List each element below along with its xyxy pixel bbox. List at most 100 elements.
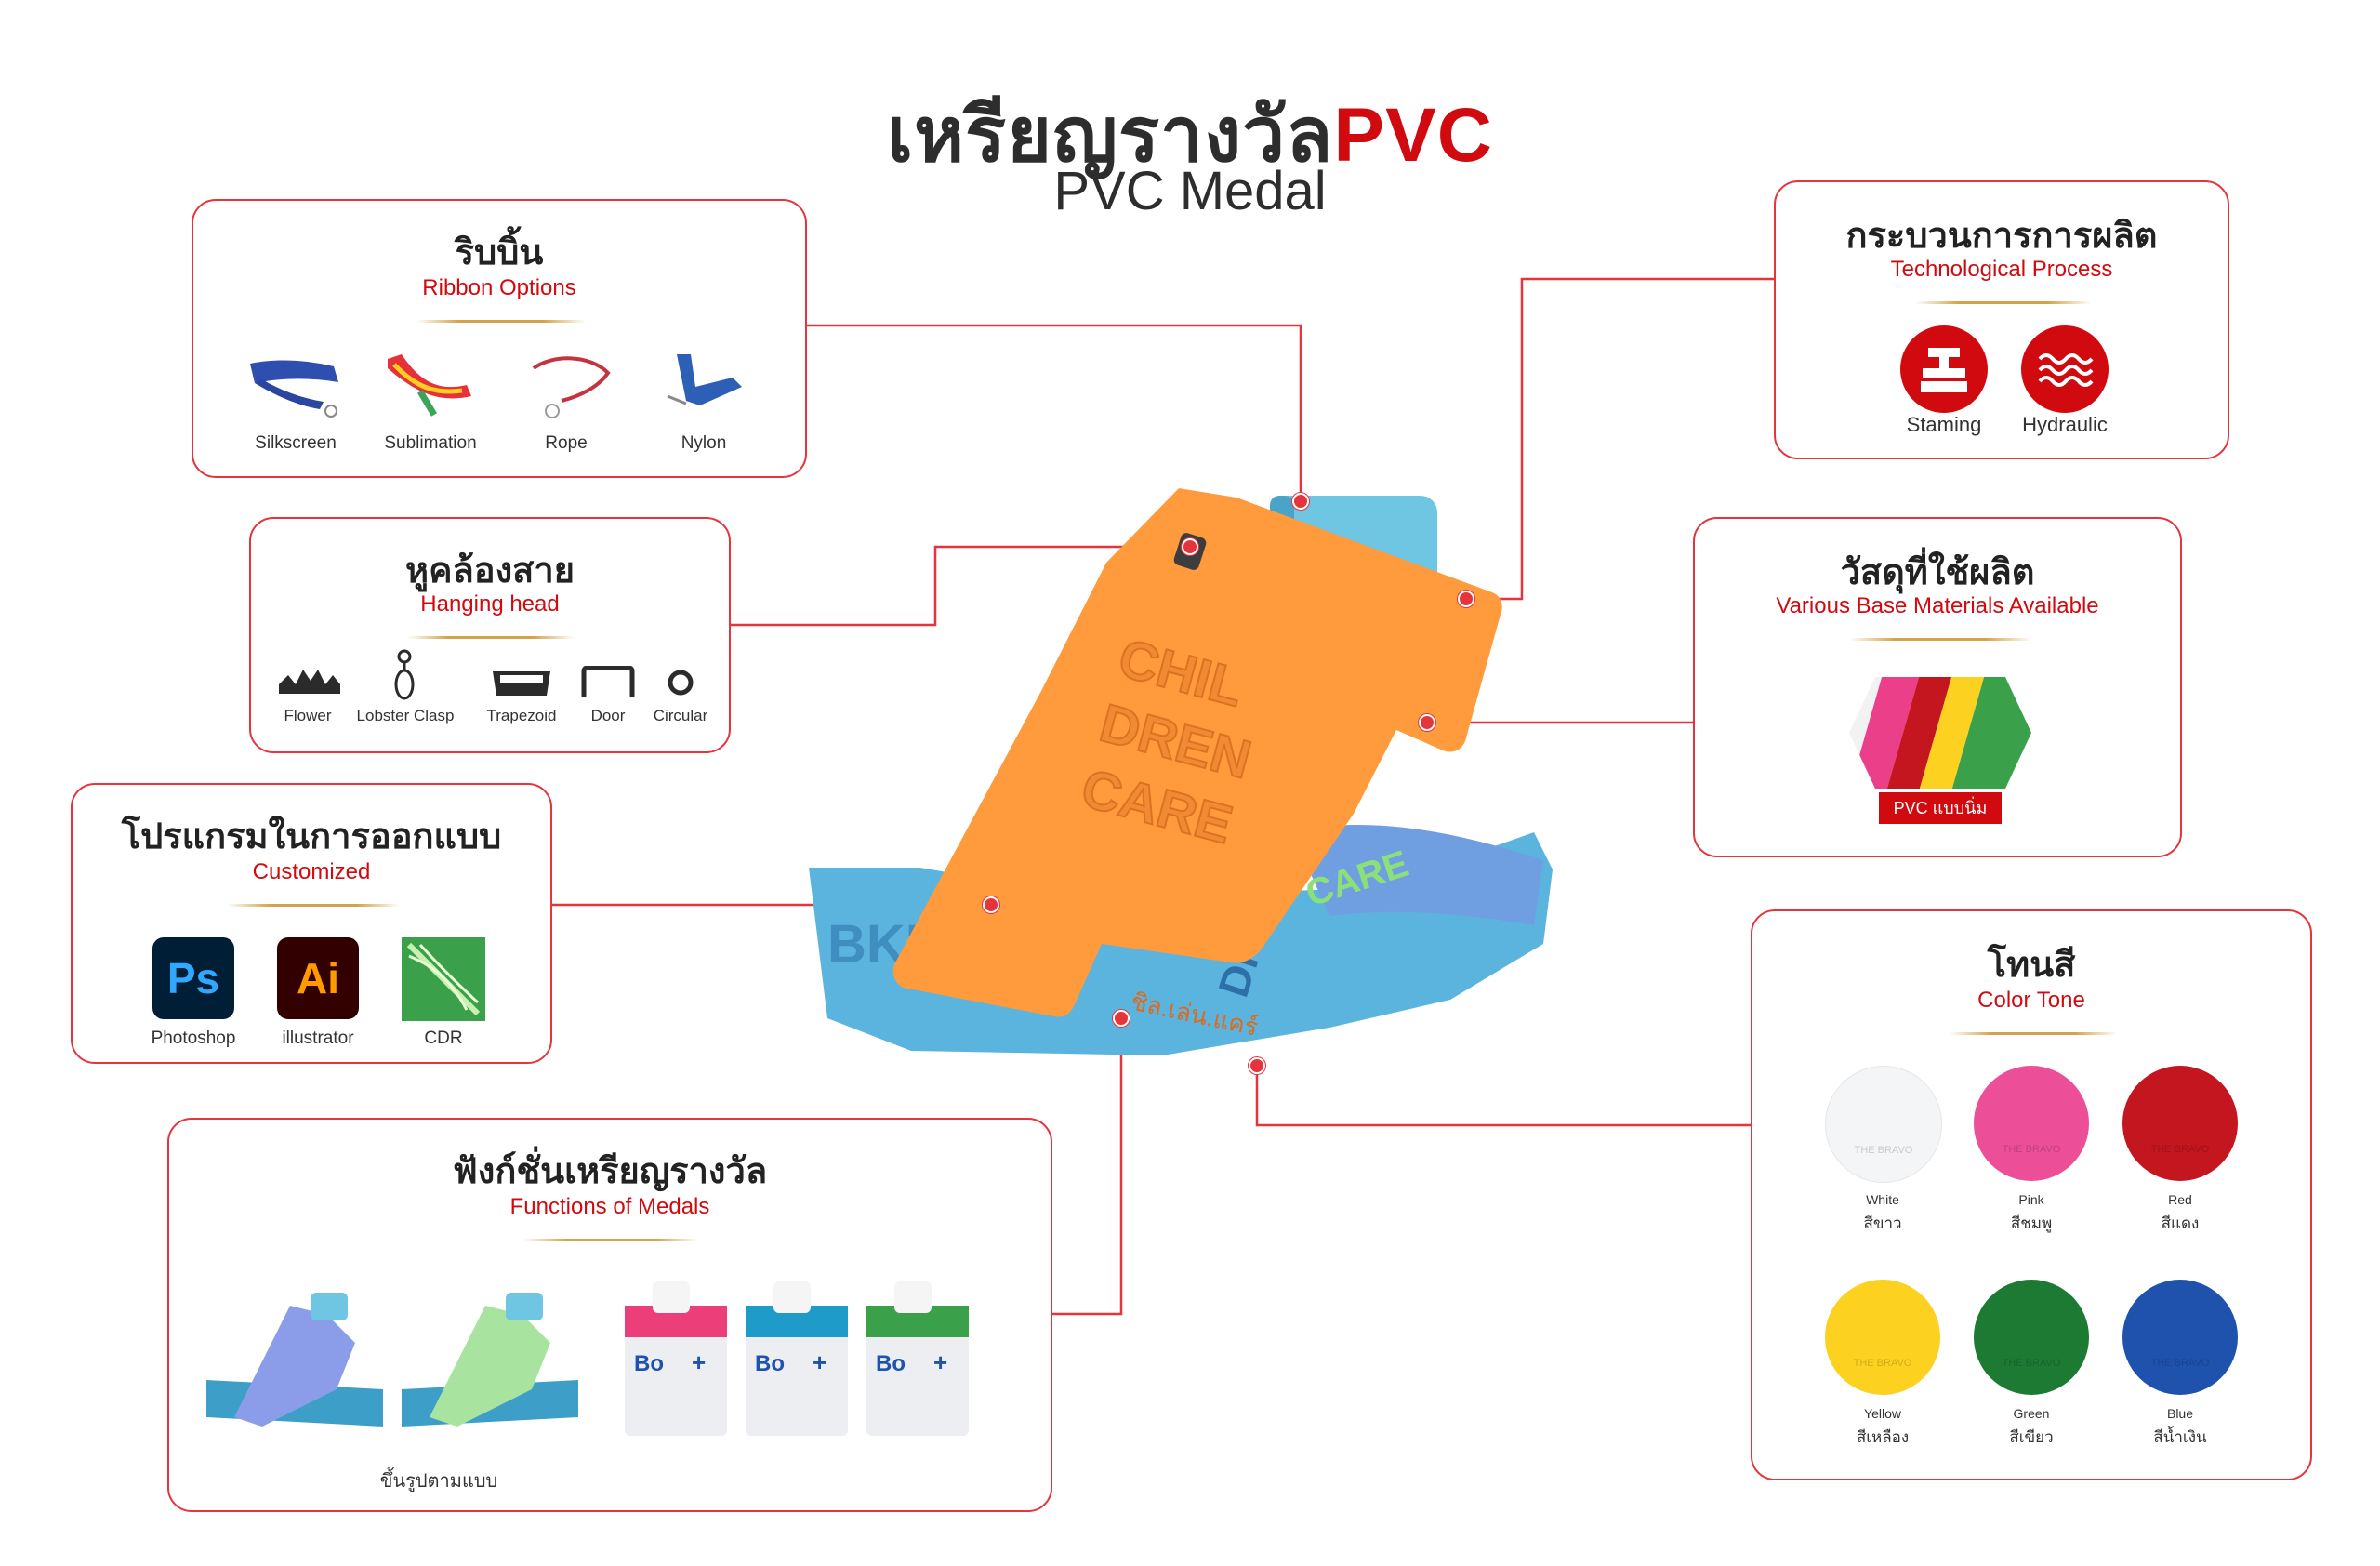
color-label-th: สีแดง xyxy=(2161,1214,2200,1232)
ribbon-item-label: Sublimation xyxy=(384,433,477,453)
dot-colors xyxy=(1249,1057,1265,1074)
design-item-label: illustrator xyxy=(282,1029,354,1048)
circular-hook-icon xyxy=(666,668,695,702)
color-swatch-pink: THE BRAVO xyxy=(1974,1066,2089,1181)
hanging-item-label: Flower xyxy=(284,707,332,724)
ribbon-item-label: Nylon xyxy=(681,433,727,453)
dot-materials xyxy=(1419,714,1435,731)
color-label-en: Yellow xyxy=(1864,1406,1901,1421)
hydraulic-icon xyxy=(2021,325,2109,413)
color-label-th: สีชมพู xyxy=(2010,1214,2053,1232)
dot-functions xyxy=(1113,1010,1130,1027)
medal-sample-calendar-set: Bo + Bo + Bo + xyxy=(606,1278,997,1450)
dot-ribbon xyxy=(1292,493,1309,510)
lobster-clasp-icon xyxy=(390,649,418,706)
design-software-card: โปรแกรมในการออกแบบ Customized Ps Photosh… xyxy=(71,783,552,1064)
hanging-head-card: หูคล้องสาย Hanging head Flower Lobster C… xyxy=(249,517,731,753)
design-card-subtitle: Customized xyxy=(252,859,371,884)
process-card-subtitle: Technological Process xyxy=(1890,257,2113,282)
page-title: เหรียญรางวัลPVC xyxy=(0,74,2380,195)
materials-card: วัสดุที่ใช้ผลิต Various Base Materials A… xyxy=(1693,517,2182,857)
hanging-item-label: Trapezoid xyxy=(486,707,557,724)
coreldraw-icon xyxy=(402,937,485,1021)
colors-card-subtitle: Color Tone xyxy=(1977,988,2085,1013)
functions-divider xyxy=(522,1239,699,1241)
color-label-en: Pink xyxy=(2018,1192,2044,1207)
design-card-title: โปรแกรมในการออกแบบ xyxy=(121,817,502,856)
trapezoid-hook-icon xyxy=(491,668,552,702)
materials-divider xyxy=(1849,638,2031,641)
functions-card-subtitle: Functions of Medals xyxy=(509,1194,710,1219)
design-divider xyxy=(227,904,400,907)
medal-sample-green xyxy=(402,1287,588,1440)
door-hook-icon xyxy=(580,665,636,702)
hanging-card-subtitle: Hanging head xyxy=(420,591,560,617)
swatch-emboss-text: THE BRAVO xyxy=(2150,1358,2210,1369)
process-card: กระบวนการการผลิต Technological Process S… xyxy=(1774,180,2229,459)
svg-text:+: + xyxy=(813,1348,826,1376)
color-swatch-blue: THE BRAVO xyxy=(2122,1280,2238,1395)
color-label-en: White xyxy=(1866,1192,1899,1207)
color-label-th: สีขาว xyxy=(1863,1214,1902,1232)
svg-text:Bo: Bo xyxy=(876,1351,906,1376)
pvc-pellets-image xyxy=(1847,668,2033,803)
stamping-icon xyxy=(1900,325,1988,413)
hanging-item-label: Circular xyxy=(653,707,708,724)
process-divider xyxy=(1915,301,2092,304)
color-swatch-yellow: THE BRAVO xyxy=(1825,1280,1940,1395)
material-badge: PVC แบบนิ่ม xyxy=(1879,792,2002,824)
dot-design xyxy=(983,896,999,913)
dot-process xyxy=(1458,591,1474,607)
connector-ribbon xyxy=(805,324,1302,500)
colors-divider xyxy=(1950,1032,2117,1035)
illustrator-icon: Ai xyxy=(277,937,359,1019)
lanyard-nylon-icon xyxy=(658,350,751,429)
color-swatch-green: THE BRAVO xyxy=(1974,1280,2089,1395)
process-item-label: Hydraulic xyxy=(2022,413,2108,436)
photoshop-icon: Ps xyxy=(152,937,234,1019)
connector-hanging xyxy=(730,545,1190,627)
medal-sample-purple xyxy=(206,1287,392,1440)
page-subtitle: PVC Medal xyxy=(1053,161,1327,221)
svg-text:+: + xyxy=(692,1348,706,1376)
swatch-emboss-text: THE BRAVO xyxy=(1854,1145,1913,1156)
page-title-thai: เหรียญรางวัล xyxy=(886,93,1334,178)
swatch-emboss-text: THE BRAVO xyxy=(2150,1144,2210,1155)
lanyard-sublimation-icon xyxy=(383,350,476,429)
lanyard-rope-icon xyxy=(524,350,617,429)
hanging-item-label: Lobster Clasp xyxy=(356,707,455,724)
ribbon-card-subtitle: Ribbon Options xyxy=(422,275,576,300)
ribbon-item-label: Rope xyxy=(545,433,588,453)
ribbon-divider xyxy=(416,320,586,323)
swatch-emboss-text: THE BRAVO xyxy=(2002,1358,2061,1369)
hanging-item-label: Door xyxy=(590,707,626,724)
materials-card-subtitle: Various Base Materials Available xyxy=(1776,593,2099,618)
design-item-label: Photoshop xyxy=(151,1029,236,1048)
color-label-en: Green xyxy=(2013,1406,2050,1421)
svg-text:Bo: Bo xyxy=(755,1351,785,1376)
color-label-th: สีน้ำเงิน xyxy=(2153,1428,2207,1446)
connector-colors xyxy=(1255,1066,1751,1127)
swatch-emboss-text: THE BRAVO xyxy=(1853,1358,1912,1369)
colors-card-title: โทนสี xyxy=(1987,946,2076,985)
color-swatch-white: THE BRAVO xyxy=(1825,1066,1942,1183)
ribbon-item-label: Silkscreen xyxy=(255,433,337,453)
color-label-en: Blue xyxy=(2166,1406,2194,1421)
color-label-th: สีเหลือง xyxy=(1856,1428,1910,1446)
color-tone-card: โทนสี Color Tone THE BRAVO White สีขาว THE … xyxy=(1751,909,2312,1480)
svg-text:+: + xyxy=(933,1348,947,1376)
svg-text:Bo: Bo xyxy=(634,1351,664,1376)
functions-card-title: ฟังก์ชั่นเหรียญรางวัล xyxy=(452,1152,768,1191)
color-swatch-red: THE BRAVO xyxy=(2122,1066,2238,1181)
page-title-accent: PVC xyxy=(1333,93,1494,178)
swatch-emboss-text: THE BRAVO xyxy=(2002,1144,2061,1155)
ribbon-card-title: ริบบิ้น xyxy=(455,233,544,272)
design-item-label: CDR xyxy=(424,1029,463,1048)
flower-hook-icon xyxy=(275,660,344,702)
medal-functions-card: ฟังก์ชั่นเหรียญรางวัล Functions of Medal… xyxy=(167,1118,1052,1512)
lanyard-silkscreen-icon xyxy=(245,350,348,429)
ribbon-options-card: ริบบิ้น Ribbon Options Silkscreen Sublim… xyxy=(192,199,807,478)
process-card-title: กระบวนการการผลิต xyxy=(1845,217,2158,256)
color-label-en: Red xyxy=(2168,1192,2192,1207)
pvc-medal-illustration: BKK CARE DREN CHIL DREN CARE ชิล.เล่น.แค… xyxy=(809,488,1553,1055)
